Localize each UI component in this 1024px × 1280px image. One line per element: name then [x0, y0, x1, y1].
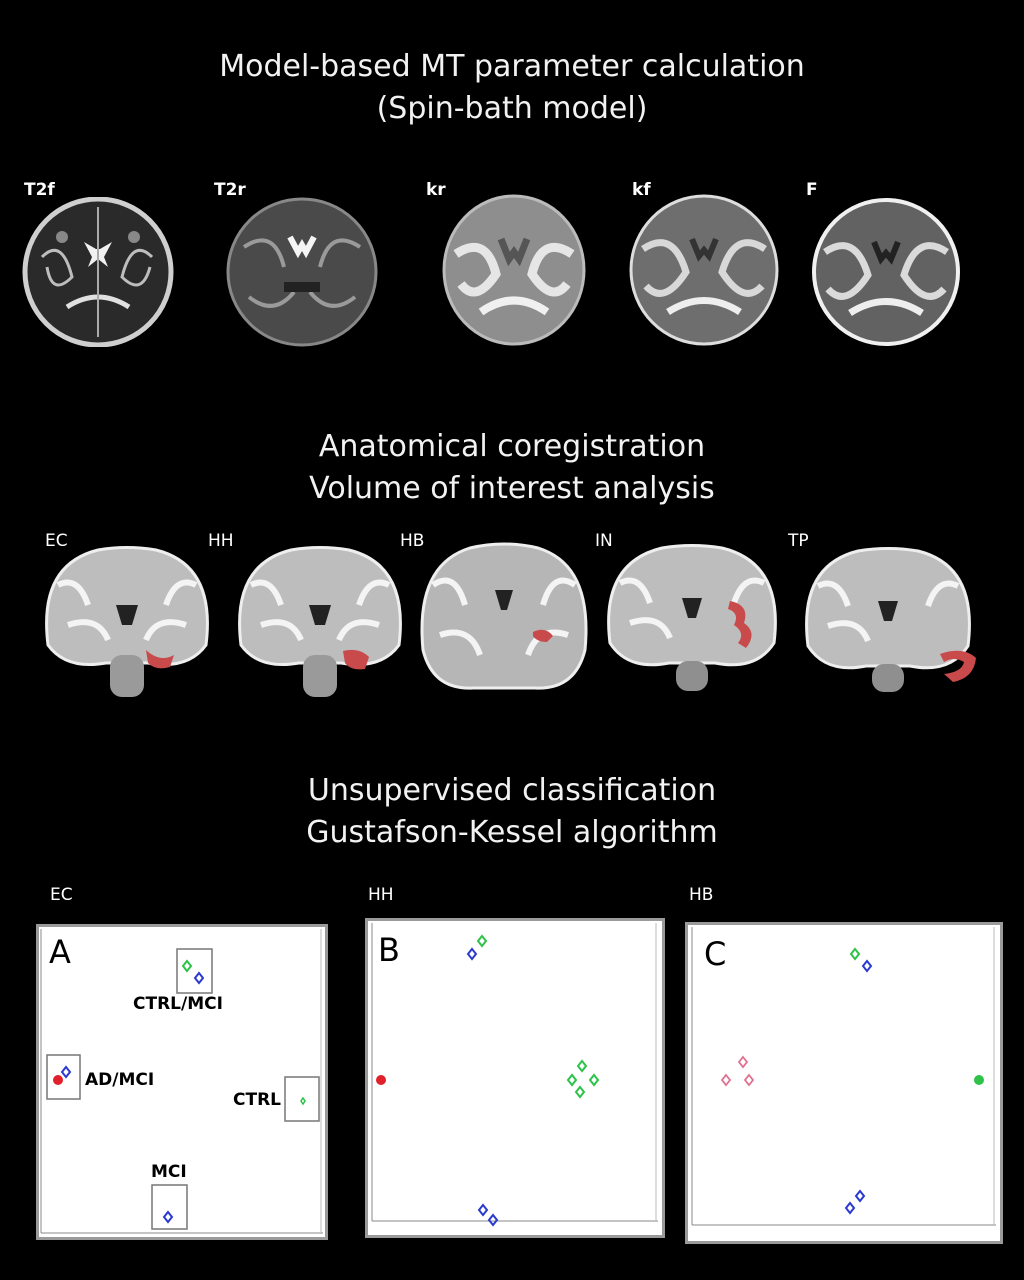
group-label-ctrl: CTRL — [233, 1090, 281, 1110]
axial-brain-image — [226, 197, 378, 347]
heading-line: Model-based MT parameter calculation — [219, 49, 805, 84]
cluster-plot-c — [691, 927, 996, 1226]
coronal-brain-image — [238, 546, 402, 697]
cluster-panel-b: B — [365, 918, 665, 1238]
coronal-brain-image — [805, 547, 976, 692]
heading-line: Unsupervised classification — [307, 773, 717, 808]
panel-region-label-hh: HH — [368, 885, 394, 905]
panel-letter-b: B — [378, 931, 400, 969]
cluster-panel-c: C — [685, 922, 1003, 1244]
group-label-mci: MCI — [151, 1162, 187, 1182]
region-label-hh: HH — [208, 531, 234, 551]
coronal-brain-image — [607, 544, 777, 691]
axial-brain-image — [442, 194, 586, 346]
panel-region-label-hb: HB — [689, 885, 714, 905]
region-label-ec: EC — [45, 531, 68, 551]
map-label-f: F — [806, 180, 818, 200]
cluster-panel-a: A CTRL/MCI AD/MCI CTRL MCI — [36, 924, 328, 1240]
panel-letter-c: C — [704, 935, 727, 973]
map-label-kr: kr — [426, 180, 446, 200]
map-label-t2f: T2f — [24, 180, 55, 200]
coronal-brain-image — [420, 542, 588, 690]
region-label-hb: HB — [400, 531, 425, 551]
panel-letter-a: A — [49, 933, 71, 971]
coronal-brain-image — [45, 546, 209, 697]
heading-coregistration: Anatomical coregistration Volume of inte… — [0, 426, 1024, 510]
heading-line: Gustafson-Kessel algorithm — [306, 815, 718, 850]
region-label-tp: TP — [788, 531, 809, 551]
heading-line: Anatomical coregistration — [318, 429, 706, 464]
cluster-plot-a — [40, 929, 323, 1234]
heading-classification: Unsupervised classification Gustafson-Ke… — [0, 770, 1024, 854]
group-label-ad-mci: AD/MCI — [85, 1070, 155, 1090]
heading-mt-calculation: Model-based MT parameter calculation (Sp… — [0, 46, 1024, 130]
panel-region-label-ec: EC — [50, 885, 73, 905]
map-label-kf: kf — [632, 180, 651, 200]
cluster-plot-b — [371, 923, 658, 1227]
region-label-in: IN — [595, 531, 613, 551]
map-label-t2r: T2r — [214, 180, 246, 200]
axial-brain-image — [812, 198, 960, 346]
axial-brain-image — [22, 197, 174, 347]
group-label-ctrl-mci: CTRL/MCI — [133, 994, 223, 1014]
axial-brain-image — [629, 194, 779, 346]
heading-line: Volume of interest analysis — [309, 471, 715, 506]
heading-line: (Spin-bath model) — [376, 91, 648, 126]
